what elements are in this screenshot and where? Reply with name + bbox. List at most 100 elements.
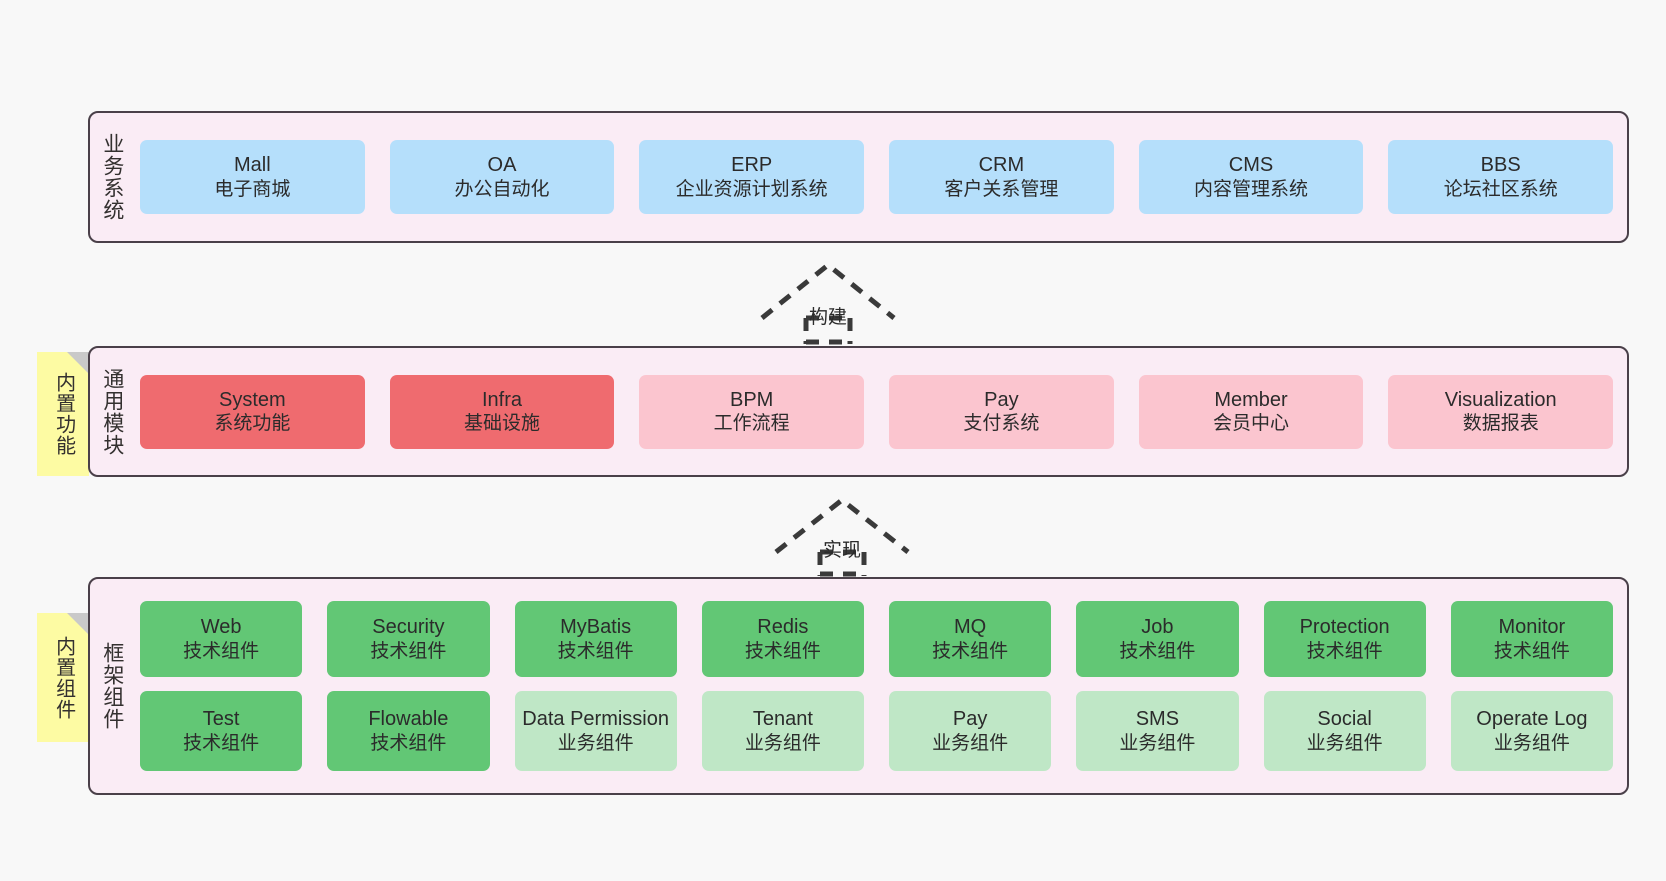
node-subtitle: 业务组件: [557, 732, 634, 754]
node-title: CMS: [1228, 154, 1274, 177]
layer-framework-component: 框架组件 Web 技术组件 Security 技术组件 MyBatis 技术组件…: [88, 577, 1629, 795]
layer-business-system: 业务系统 Mall 电子商城 OA 办公自动化 ERP 企业资源计划系统 CRM…: [88, 111, 1629, 243]
node-test[interactable]: Test 技术组件: [140, 691, 303, 771]
node-job[interactable]: Job 技术组件: [1076, 601, 1239, 677]
layer-body-common-module: System 系统功能 Infra 基础设施 BPM 工作流程 Pay 支付系统…: [134, 348, 1627, 475]
layer-body-framework-component: Web 技术组件 Security 技术组件 MyBatis 技术组件 Redi…: [134, 579, 1627, 793]
node-subtitle: 系统功能: [214, 413, 291, 435]
node-mybatis[interactable]: MyBatis 技术组件: [514, 601, 677, 677]
node-cms[interactable]: CMS 内容管理系统: [1138, 140, 1364, 214]
node-member[interactable]: Member 会员中心: [1138, 374, 1364, 449]
node-subtitle: 技术组件: [1493, 640, 1570, 662]
node-pay-business[interactable]: Pay 业务组件: [889, 691, 1052, 771]
node-data-permission[interactable]: Data Permission 业务组件: [514, 691, 677, 771]
layer-body-business-system: Mall 电子商城 OA 办公自动化 ERP 企业资源计划系统 CRM 客户关系…: [134, 113, 1627, 241]
node-subtitle: 客户关系管理: [944, 178, 1059, 200]
node-subtitle: 数据报表: [1462, 413, 1539, 435]
node-mall[interactable]: Mall 电子商城: [140, 140, 365, 214]
node-subtitle: 业务组件: [1119, 732, 1196, 754]
layer-common-module: 通用模块 System 系统功能 Infra 基础设施 BPM 工作流程 Pay…: [88, 346, 1629, 477]
node-title: ERP: [731, 154, 773, 177]
layer-title-common-module: 通用模块: [100, 367, 124, 456]
node-security[interactable]: Security 技术组件: [327, 601, 490, 677]
node-subtitle: 技术组件: [1119, 640, 1196, 662]
note-fold-corner-icon: [67, 613, 89, 635]
node-title: Flowable: [368, 708, 449, 731]
node-erp[interactable]: ERP 企业资源计划系统: [639, 140, 865, 214]
node-subtitle: 技术组件: [557, 640, 634, 662]
node-title: BBS: [1480, 154, 1521, 177]
sticky-note-builtin-function[interactable]: 内置功能: [37, 352, 89, 476]
node-redis[interactable]: Redis 技术组件: [701, 601, 864, 677]
node-title: Security: [372, 616, 445, 639]
node-title: Job: [1141, 616, 1174, 639]
node-title: Pay: [952, 708, 988, 731]
connector-implement-label: 实现: [822, 540, 862, 561]
node-system[interactable]: System 系统功能: [140, 374, 365, 449]
node-subtitle: 基础设施: [464, 413, 541, 435]
node-title: OA: [487, 154, 517, 177]
node-title: Protection: [1299, 616, 1390, 639]
node-subtitle: 支付系统: [963, 413, 1040, 435]
layer-row: System 系统功能 Infra 基础设施 BPM 工作流程 Pay 支付系统…: [140, 374, 1614, 449]
sticky-note-builtin-component[interactable]: 内置组件: [37, 613, 89, 742]
node-monitor[interactable]: Monitor 技术组件: [1450, 601, 1613, 677]
node-subtitle: 技术组件: [183, 732, 260, 754]
node-subtitle: 业务组件: [744, 732, 821, 754]
node-title: SMS: [1135, 708, 1180, 731]
node-title: Monitor: [1498, 616, 1566, 639]
node-title: Member: [1214, 388, 1288, 411]
node-title: Visualization: [1444, 388, 1557, 411]
node-title: BPM: [730, 388, 774, 411]
node-sms[interactable]: SMS 业务组件: [1076, 691, 1239, 771]
node-subtitle: 办公自动化: [454, 178, 550, 200]
layer-row: Mall 电子商城 OA 办公自动化 ERP 企业资源计划系统 CRM 客户关系…: [140, 140, 1614, 214]
layer-row: Web 技术组件 Security 技术组件 MyBatis 技术组件 Redi…: [140, 601, 1613, 677]
node-subtitle: 内容管理系统: [1194, 178, 1309, 200]
node-bbs[interactable]: BBS 论坛社区系统: [1388, 140, 1614, 214]
node-flowable[interactable]: Flowable 技术组件: [327, 691, 490, 771]
note-fold-corner-icon: [67, 352, 89, 374]
node-pay[interactable]: Pay 支付系统: [889, 374, 1114, 449]
node-web[interactable]: Web 技术组件: [140, 601, 303, 677]
connector-build: 构建: [760, 261, 896, 345]
node-subtitle: 工作流程: [713, 413, 790, 435]
node-crm[interactable]: CRM 客户关系管理: [889, 140, 1114, 214]
node-title: Operate Log: [1476, 708, 1588, 731]
node-subtitle: 企业资源计划系统: [675, 178, 828, 200]
connector-build-label: 构建: [808, 307, 848, 328]
node-title: MQ: [954, 616, 987, 639]
node-title: Data Permission: [522, 708, 669, 731]
node-title: System: [218, 388, 286, 411]
node-title: Pay: [984, 388, 1019, 411]
node-social[interactable]: Social 业务组件: [1263, 691, 1426, 771]
node-subtitle: 业务组件: [1493, 732, 1570, 754]
node-subtitle: 会员中心: [1213, 413, 1290, 435]
node-operate-log[interactable]: Operate Log 业务组件: [1450, 691, 1613, 771]
node-title: CRM: [978, 154, 1025, 177]
node-title: Web: [200, 616, 242, 639]
node-subtitle: 技术组件: [932, 640, 1009, 662]
implement-arrow-icon: [774, 496, 910, 577]
build-arrow-icon: [760, 261, 896, 345]
node-protection[interactable]: Protection 技术组件: [1263, 601, 1426, 677]
node-subtitle: 技术组件: [744, 640, 821, 662]
node-title: MyBatis: [560, 616, 632, 639]
sticky-note-label: 内置功能: [52, 372, 75, 456]
node-subtitle: 技术组件: [370, 732, 447, 754]
node-bpm[interactable]: BPM 工作流程: [639, 374, 865, 449]
node-subtitle: 业务组件: [932, 732, 1009, 754]
node-title: Infra: [481, 388, 523, 411]
layer-title-business-system: 业务系统: [100, 133, 124, 221]
sticky-note-label: 内置组件: [52, 635, 75, 720]
layer-title-framework-component: 框架组件: [100, 642, 124, 730]
node-tenant[interactable]: Tenant 业务组件: [701, 691, 864, 771]
node-visualization[interactable]: Visualization 数据报表: [1388, 374, 1614, 449]
node-mq[interactable]: MQ 技术组件: [889, 601, 1052, 677]
node-subtitle: 业务组件: [1306, 732, 1383, 754]
node-oa[interactable]: OA 办公自动化: [389, 140, 615, 214]
node-infra[interactable]: Infra 基础设施: [389, 374, 615, 449]
node-title: Tenant: [752, 708, 813, 731]
node-subtitle: 电子商城: [214, 178, 291, 200]
